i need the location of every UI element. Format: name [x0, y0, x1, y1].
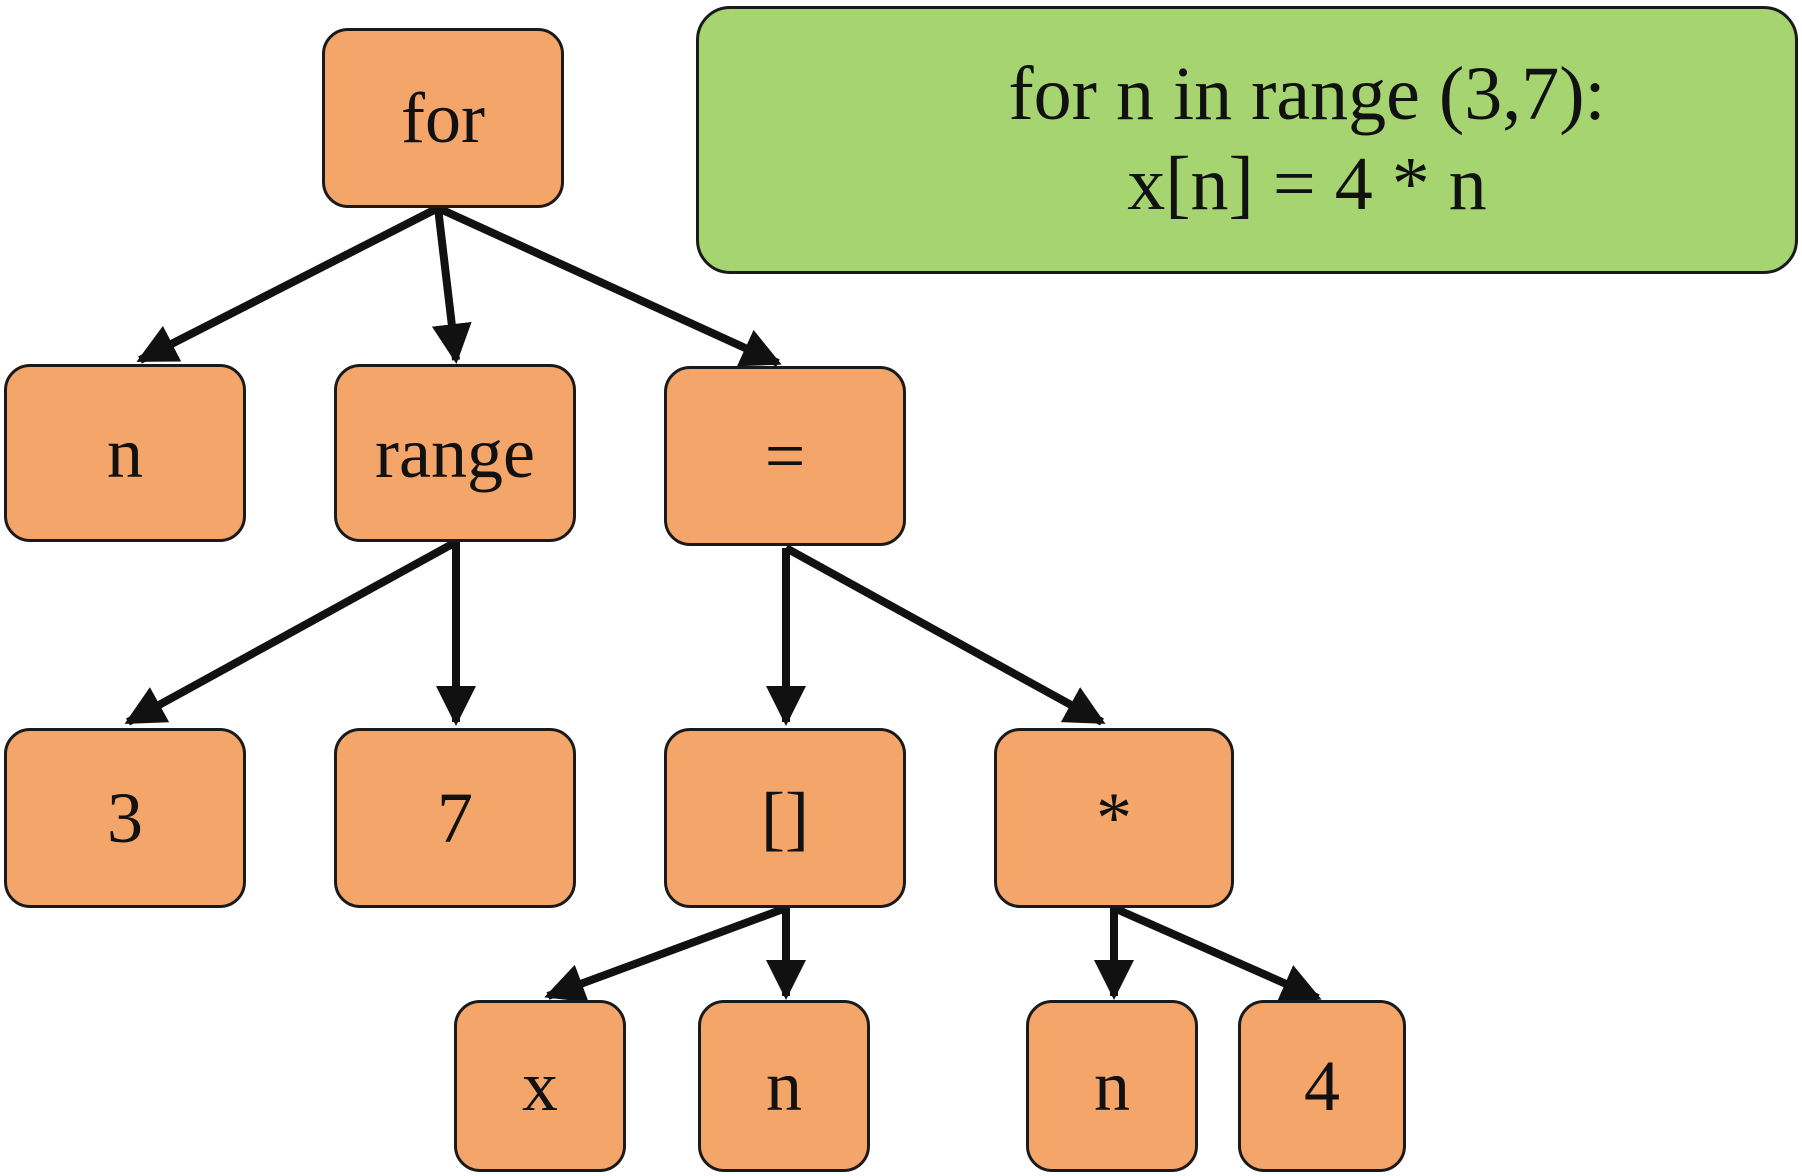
- edge-for-n: [136, 204, 440, 364]
- node-n-variable: n: [4, 364, 246, 542]
- node-three: 3: [4, 728, 246, 908]
- node-assign: =: [664, 366, 906, 546]
- edge-assign-mul: [784, 544, 1106, 726]
- node-n-index: n: [698, 1000, 870, 1172]
- code-line-1: for n in range (3,7):: [1008, 52, 1606, 137]
- node-multiply: *: [994, 728, 1234, 908]
- edge-index-x: [544, 904, 788, 1003]
- edge-range-3: [124, 538, 458, 726]
- code-line-2: x[n] = 4 * n: [1127, 142, 1487, 226]
- node-x: x: [454, 1000, 626, 1172]
- code-snippet-box: for n in range (3,7): x[n] = 4 * n: [696, 6, 1798, 274]
- edge-for-assign: [436, 204, 782, 367]
- node-n-multiply: n: [1026, 1000, 1198, 1172]
- node-seven: 7: [334, 728, 576, 908]
- node-range: range: [334, 364, 576, 542]
- edge-for-range: [431, 207, 472, 364]
- node-index: []: [664, 728, 906, 908]
- node-four: 4: [1238, 1000, 1406, 1172]
- node-for: for: [322, 28, 564, 208]
- edge-mul-4: [1112, 904, 1322, 1002]
